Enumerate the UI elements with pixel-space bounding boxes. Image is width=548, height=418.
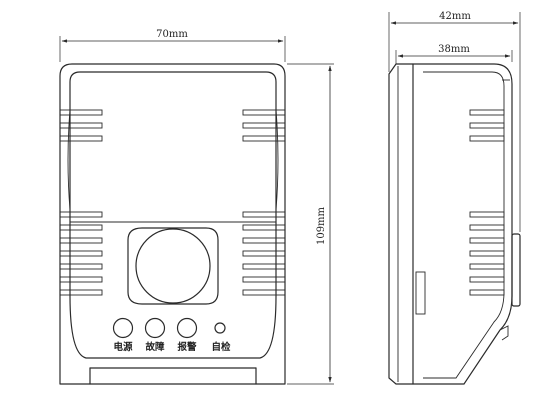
- side-vents-upper: [469, 109, 505, 142]
- dimension-front-width: 70mm: [59, 29, 286, 62]
- sensor-grille-circle: [135, 228, 211, 304]
- fault-indicator-icon[interactable]: [144, 317, 166, 339]
- dimension-side-overall: 42mm: [388, 11, 521, 232]
- front-vents-right-upper: [242, 109, 286, 142]
- side-view: [388, 63, 521, 385]
- front-shoulder-right: [275, 109, 279, 211]
- side-overall-label: 42mm: [439, 11, 471, 22]
- front-vents-left-lower: [59, 211, 103, 296]
- side-housing-outline: [412, 63, 513, 385]
- side-test-button-nub: [511, 233, 521, 307]
- dimension-side-body: 38mm: [395, 44, 513, 64]
- side-vents-lower: [469, 211, 505, 296]
- dimension-height: 109mm: [287, 63, 334, 385]
- sensor-window-frame: [127, 227, 219, 305]
- front-inner-panel: [69, 71, 277, 359]
- front-shoulder-left: [67, 109, 71, 211]
- height-label: 109mm: [316, 206, 327, 245]
- front-width-label: 70mm: [156, 29, 188, 40]
- front-outer-outline: [59, 63, 286, 385]
- alarm-indicator-icon[interactable]: [176, 317, 198, 339]
- fault-label: 故障: [145, 341, 165, 353]
- front-vents-left-upper: [59, 109, 103, 142]
- alarm-label: 报警: [177, 341, 197, 353]
- side-slot: [415, 271, 426, 315]
- self-test-button-icon[interactable]: [214, 322, 226, 334]
- self-test-label: 自检: [211, 341, 231, 353]
- power-indicator-icon[interactable]: [112, 317, 134, 339]
- side-bottom-nub: [499, 325, 509, 341]
- power-label: 电源: [113, 341, 133, 353]
- front-vents-right-lower: [242, 211, 286, 296]
- side-body-label: 38mm: [438, 44, 470, 55]
- front-view: 电源 故障 报警 自检: [59, 63, 286, 385]
- side-back-plate: [388, 63, 414, 385]
